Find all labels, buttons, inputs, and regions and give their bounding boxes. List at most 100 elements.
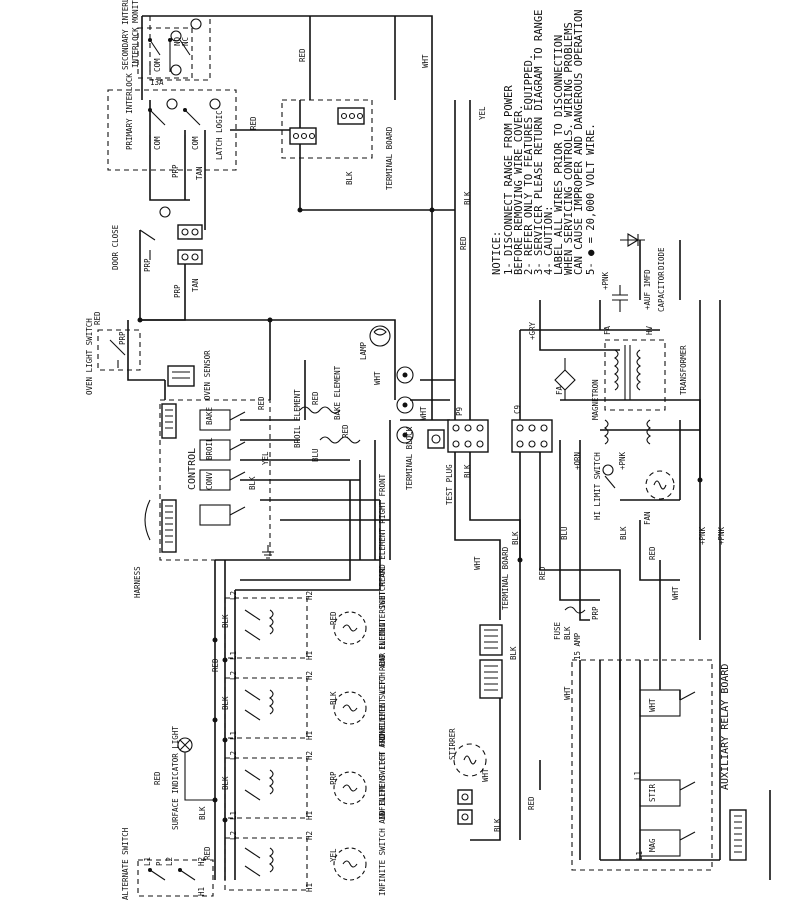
wire-blk-5: BLK <box>619 526 628 540</box>
terminal-board-top: TERMINAL BOARD RED RED WHT YEL BLK BLK R… <box>249 48 487 250</box>
rf-h2: H2 <box>305 591 314 600</box>
com-label-1: COM <box>153 58 162 72</box>
harness: HARNESS <box>133 499 151 598</box>
lf-red: RED <box>203 846 212 860</box>
rr-wire-blk: BLK <box>329 691 338 705</box>
alt-l1: L1 <box>143 857 152 866</box>
relay-l1b-label: L1 <box>635 851 644 860</box>
test-plug-label: TEST PLUG <box>445 464 454 505</box>
notice-line-7: WHEN SERVICING CONTROLS. WIRING PROBLEMS <box>563 22 575 275</box>
diode-label: DIODE <box>657 247 666 270</box>
wire-red-7: RED <box>341 424 350 438</box>
wire-yel-2: YEL <box>261 451 270 465</box>
p9-label: P9 <box>455 407 464 416</box>
relay-stir-label: STIR <box>648 783 657 802</box>
wire-blk-4: BLK <box>463 464 472 478</box>
wire-red-3: RED <box>459 236 468 250</box>
hv-label: HV <box>645 325 654 335</box>
infinite-switch-left-front: INFINITE SWITCH AND ELEMENT LEFT FRONT Y… <box>203 724 387 896</box>
alternate-switch: ALTERNATE SWITCH L1 P L2 H2 H1 <box>121 827 214 900</box>
alt-l2: L2 <box>165 857 174 866</box>
oven-sensor-label: OVEN SENSOR <box>203 350 212 400</box>
lf-wire-yel: YEL <box>329 848 338 862</box>
notice-line-1: 1- DISCONNECT RANGE FROM POWER <box>503 85 515 275</box>
broil-element-label: BROIL ELEMENT <box>293 389 302 448</box>
conv-relay-label: CONV <box>205 471 214 490</box>
auxiliary-relay-board: WHT STIR MAG L1 L1 AUXILIARY RELAY BOARD <box>571 659 747 871</box>
lr-l2: L2 <box>229 751 238 760</box>
wire-red-9: RED <box>538 566 547 580</box>
lr-h2: H2 <box>305 751 314 760</box>
terminal-board-top-label: TERMINAL BOARD <box>385 126 394 190</box>
wire-wht-7: WHT <box>481 768 490 782</box>
bake-element: BAKE ELEMENT BLU RED <box>311 365 361 462</box>
lr-blk: BLK <box>221 776 230 790</box>
infinite-rf-label: INFINITE SWITCH AND ELEMENT RIGHT FRONT <box>378 473 387 650</box>
infinite-lr-label: INFINITE SWITCH AND ELEMENT LEFT REAR <box>378 652 387 820</box>
oven-lamp: LAMP <box>359 325 391 360</box>
notice-line-2: BEFORE REMOVING WIRE COVER. <box>513 104 525 275</box>
wire-tan-1: TAN <box>195 166 204 180</box>
alt-h1: H1 <box>197 887 206 896</box>
plug-c9: C9 <box>511 405 553 453</box>
wire-red-1: RED <box>298 48 307 62</box>
wire-pnk-2: +PNK <box>618 451 627 470</box>
wire-red-8: RED <box>648 546 657 560</box>
aux-relay-board-label: AUXILIARY RELAY BOARD <box>720 664 731 790</box>
stirrer-label: STIRRER <box>448 728 457 760</box>
wire-pnk-4: +PNK <box>717 526 726 545</box>
terminal-block: TERMINAL BLOCK WHT WHT <box>373 366 428 490</box>
infinite-switch-right-front: INFINITE SWITCH AND ELEMENT RIGHT FRONT … <box>211 473 387 672</box>
hv-coil-lower <box>604 419 651 445</box>
diode: DIODE +PNK +GRY +ORN <box>528 233 666 470</box>
broil-element: BROIL ELEMENT RED <box>293 389 341 448</box>
wire-wht-6: WHT <box>563 686 572 700</box>
stirrer-motor: STIRRER WHT BLK <box>448 728 502 832</box>
capacitor: +AUF 1MFD CAPACITOR <box>612 269 666 312</box>
wire-blk-3: BLK <box>248 476 257 490</box>
test-plug: TEST PLUG <box>427 429 454 505</box>
infinite-switch-right-rear: INFINITE SWITCH AND ELEMENT RIGHT REAR B… <box>221 568 387 740</box>
rf-blk: BLK <box>221 614 230 628</box>
notice-line-4: 3- SERVICER PLEASE RETURN DIAGRAM TO RAN… <box>533 9 545 275</box>
wire-blk-9: BLK <box>493 818 502 832</box>
nc-label: NC <box>181 37 190 46</box>
primary-interlock: PRIMARY INTERLOCK LATCH LOGIC COM COM PR… <box>107 73 237 180</box>
oven-light-switch: OVEN LIGHT SWITCH RED PRP <box>85 311 141 395</box>
harness-label: HARNESS <box>133 566 142 598</box>
com-label-3: COM <box>191 136 200 150</box>
notice-line-6: LABEL ALL WIRES PRIOR TO DISCONNECTION <box>553 35 565 275</box>
primary-interlock-label: PRIMARY INTERLOCK <box>125 73 134 150</box>
junction-dots <box>137 207 703 823</box>
wire-blk-1: BLK <box>345 171 354 185</box>
relay-l1-label: L1 <box>633 771 642 780</box>
fuse-label: FUSE <box>553 621 562 640</box>
relay-wht-label: WHT <box>648 698 657 712</box>
rr-l1: L1 <box>229 731 238 740</box>
rf-red: RED <box>211 658 220 672</box>
bake-relay-label: BAKE <box>205 406 214 425</box>
wire-red-6: RED <box>311 391 320 405</box>
wire-red-10: RED <box>527 796 536 810</box>
fuse-rating: 15 AMP <box>573 632 582 660</box>
notice-title: NOTICE: <box>491 231 503 275</box>
infinite-rr-label: INFINITE SWITCH AND ELEMENT RIGHT REAR <box>378 568 387 740</box>
no-label-1: NO <box>173 36 182 46</box>
wire-wht-1: WHT <box>421 54 430 68</box>
c9-label: C9 <box>513 405 522 414</box>
wire-pnk-3: +PNK <box>698 526 707 545</box>
door-close-switch: DOOR CLOSE PRP PRP TAN <box>111 206 203 298</box>
surface-indicator-light: SURFACE INDICATOR LIGHT RED BLK <box>153 726 215 830</box>
indicator-wire-red: RED <box>153 771 162 785</box>
rr-l2: L2 <box>229 671 238 680</box>
lr-l1: L1 <box>229 811 238 820</box>
wire-orn-1: +ORN <box>573 452 582 470</box>
fa-label-2: FA <box>603 325 612 335</box>
wire-blk-8: BLK <box>509 646 518 660</box>
rr-blk: BLK <box>221 696 230 710</box>
fan-motor: FAN RED +PNK +PNK WHT BLK <box>619 470 726 600</box>
transformer: TRANSFORMER FA HV <box>603 325 688 411</box>
fa-label-1: FA <box>555 385 564 395</box>
notice-line-5: 4- CAUTION: <box>543 205 555 275</box>
